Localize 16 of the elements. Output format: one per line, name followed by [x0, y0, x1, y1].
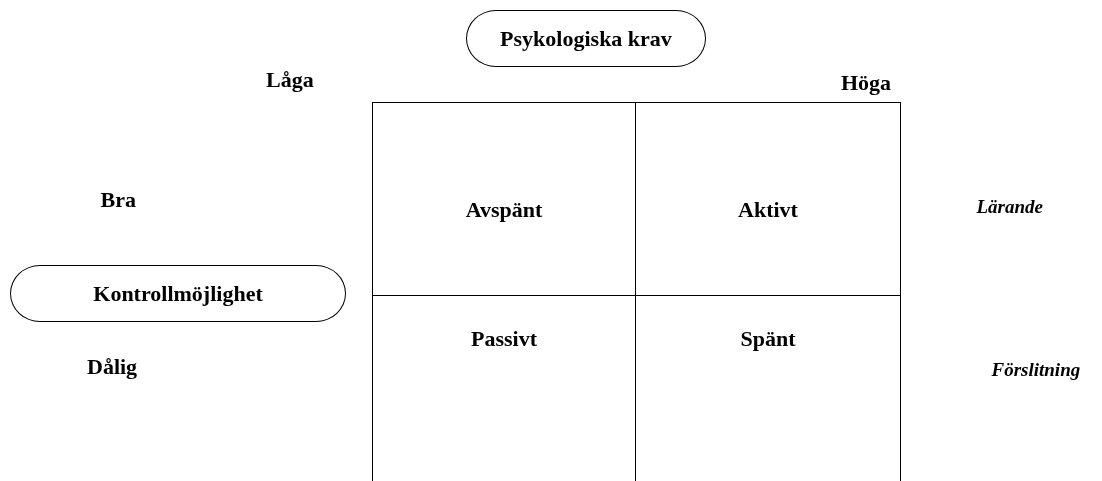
label-text: Spänt: [740, 326, 796, 352]
label-text: Aktivt: [738, 197, 798, 223]
outcome-label: Förslitning: [991, 359, 1081, 381]
rounded-label-box: [466, 10, 706, 67]
outcome-label: Lärande: [976, 196, 1043, 218]
label-text: Kontrollmöjlighet: [93, 280, 263, 307]
axis-level-label: Dålig: [87, 354, 138, 380]
axis-level-label: Låga: [266, 67, 314, 93]
axis-level-label: Höga: [841, 70, 892, 96]
matrix-cell: [635, 102, 901, 296]
label-text: Psykologiska krav: [500, 25, 672, 52]
matrix-cell: [372, 102, 636, 296]
rounded-label-box: [10, 265, 346, 322]
label-text: Avspänt: [465, 197, 543, 223]
axis-level-label: Bra: [100, 187, 136, 213]
label-text: Passivt: [471, 326, 537, 352]
